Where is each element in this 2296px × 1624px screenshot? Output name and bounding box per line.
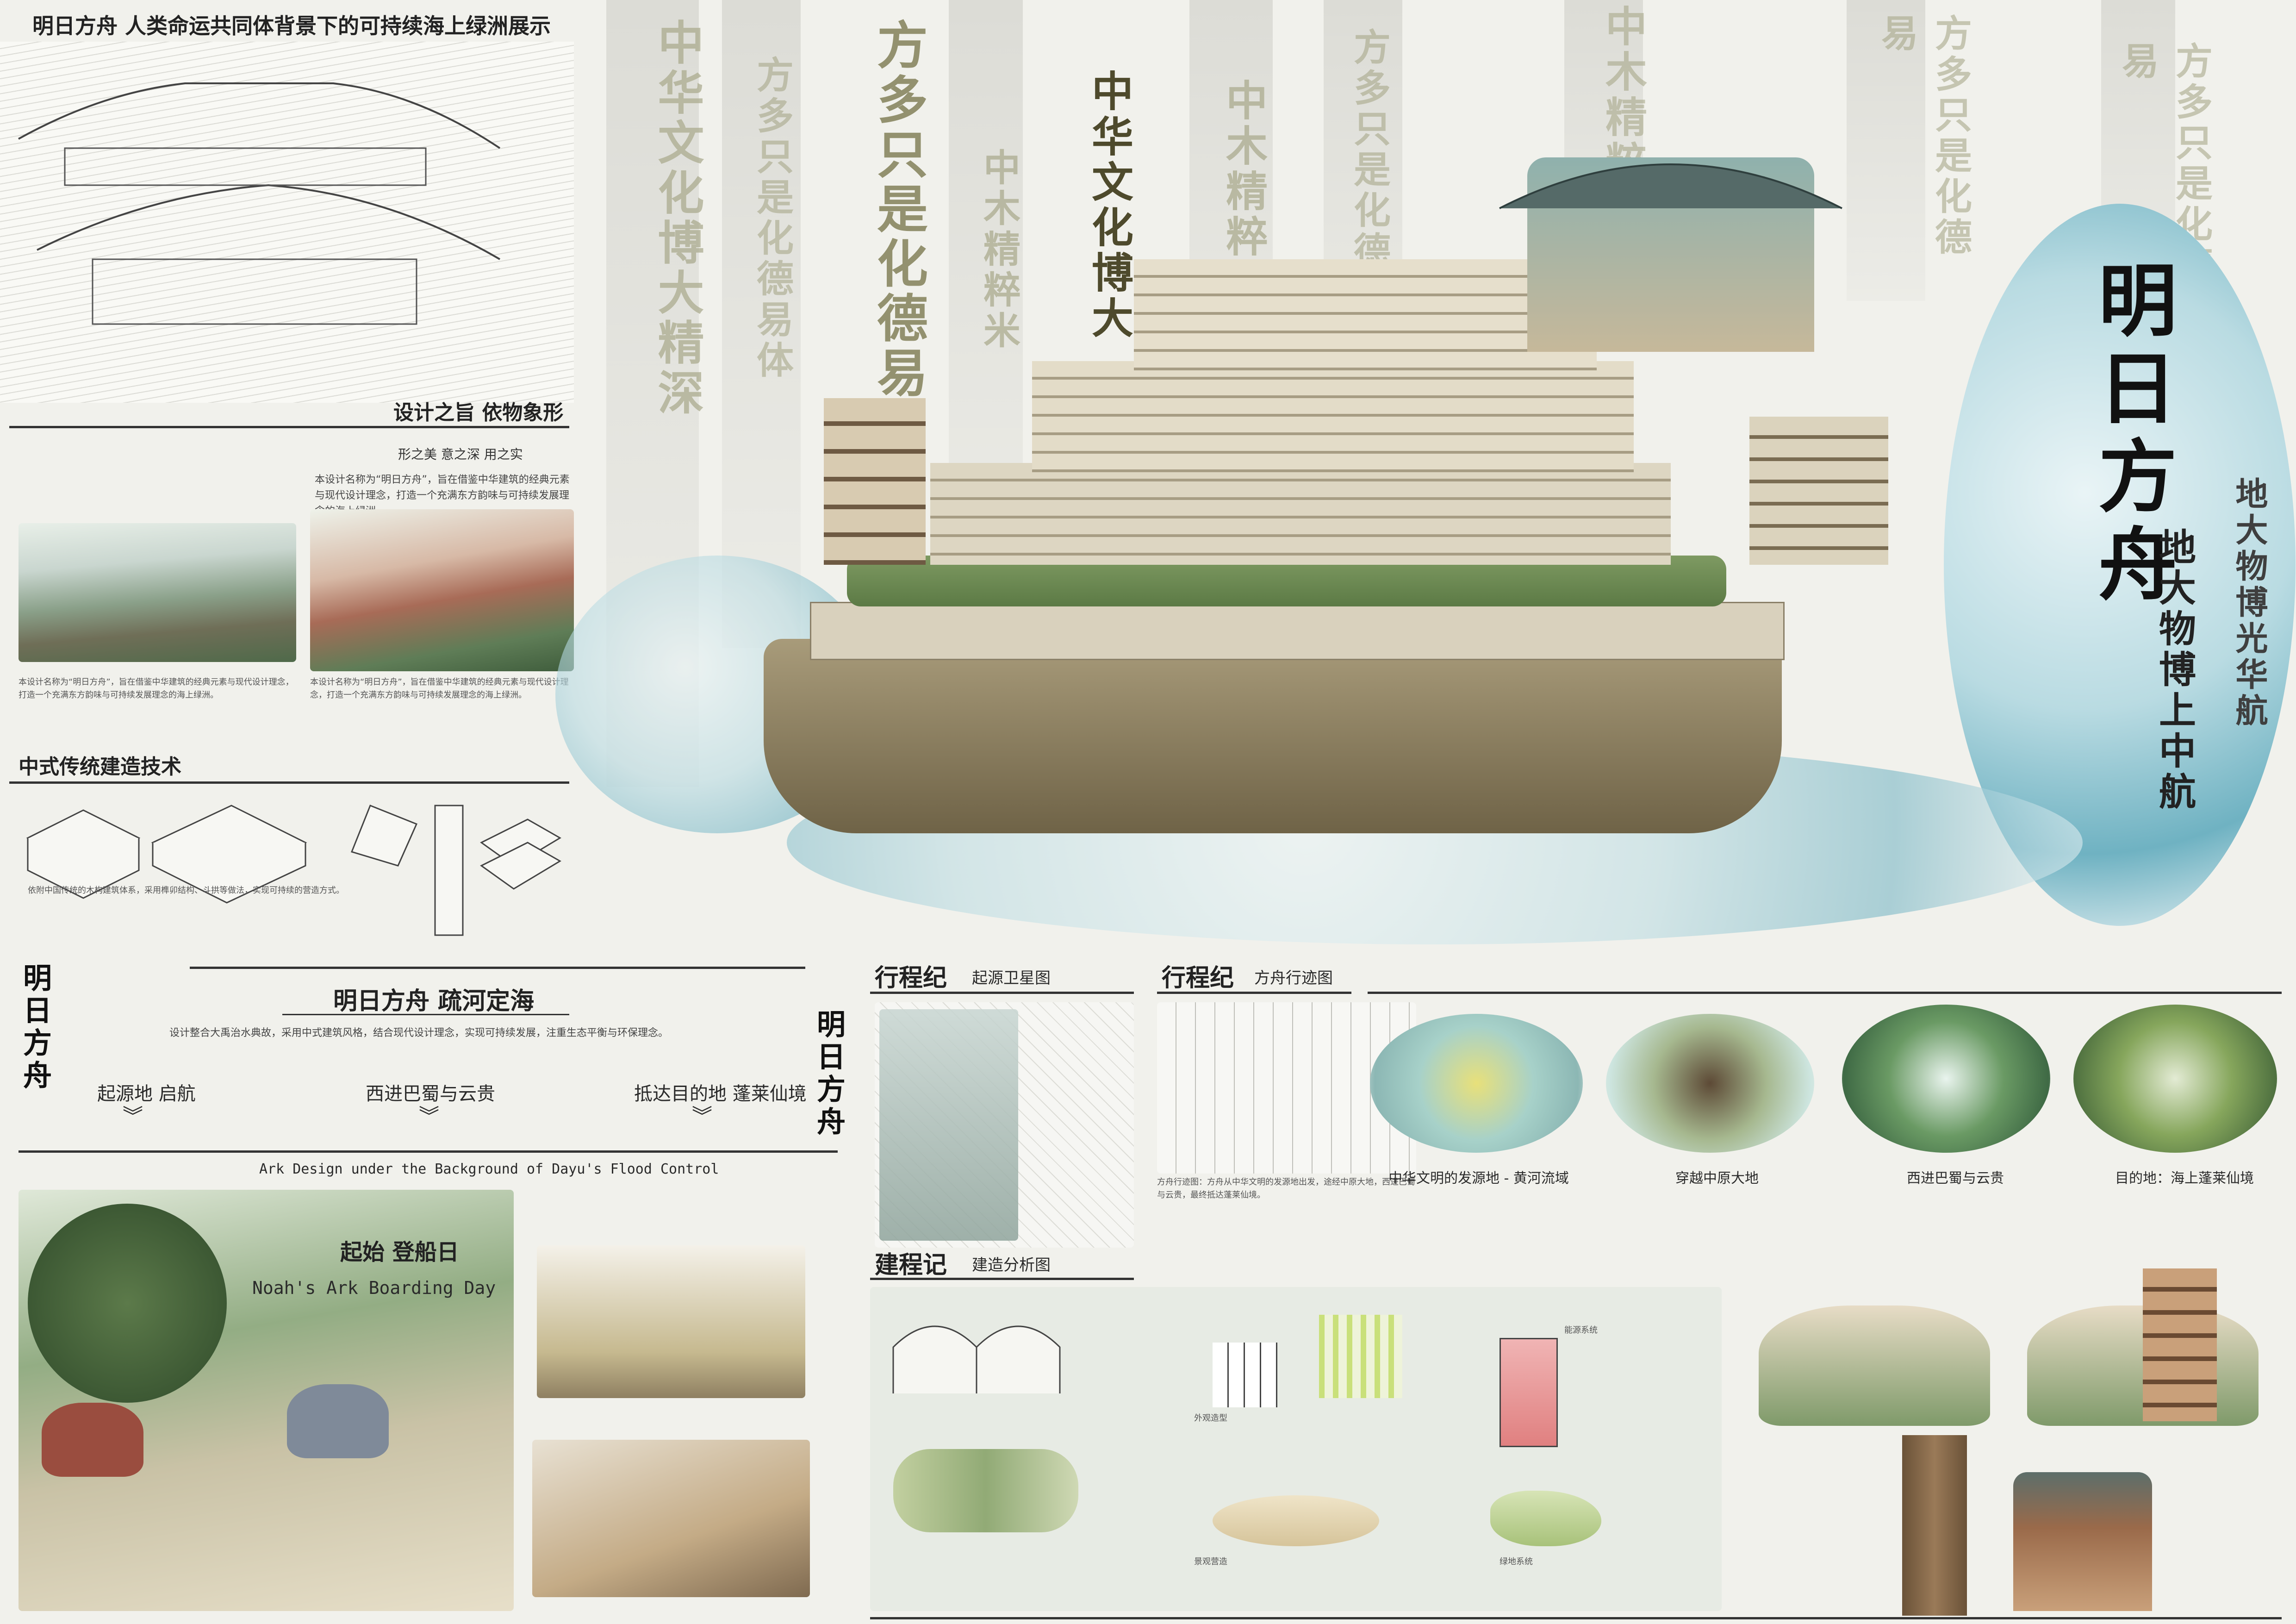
construction-caption: 能源系统	[1564, 1325, 1598, 1335]
boarding-title: 起始 登船日	[340, 1239, 459, 1265]
divider	[1157, 992, 1351, 994]
divider	[9, 426, 569, 428]
calligraphy-column: 方多只是化德易体	[751, 56, 794, 381]
story-title: 明日方舟 疏河定海	[333, 987, 535, 1015]
background-strip	[722, 0, 801, 648]
station-label: 中华文明的发源地 - 黄河流域	[1388, 1170, 1569, 1187]
design-text: 本设计名称为“明日方舟”，旨在借鉴中华建筑的经典元素与现代设计理念，打造一个充满…	[315, 474, 570, 517]
calligraphy-column: 方多只是化德易	[1875, 14, 1972, 258]
technique-title: 中式传统建造技术	[19, 755, 181, 779]
chevron-down-icon: ︾	[692, 1105, 712, 1128]
roof-sketch-image	[0, 42, 574, 403]
journey2-subtitle: 方舟行迹图	[1254, 969, 1333, 987]
station-map-penglai	[2073, 1005, 2277, 1153]
story-side-right: 明日方舟	[812, 1009, 846, 1139]
construction-caption: 外观造型	[1194, 1413, 1227, 1423]
calligraphy-column: 方多只是化德易	[868, 19, 927, 401]
energy-grid-diagram	[1213, 1343, 1277, 1407]
greenfield-diagram	[1319, 1315, 1402, 1398]
tower-diagram	[1500, 1338, 1558, 1447]
left-pagoda	[824, 398, 926, 565]
mountain-painting-2	[310, 509, 574, 671]
divider	[870, 992, 1134, 994]
calligraphy-column: 中木精粹米	[977, 148, 1020, 352]
construction-title: 建程记	[875, 1251, 947, 1279]
elephant-icon	[287, 1384, 389, 1458]
technique-text: 依附中国传统的木构建筑体系，采用榫卯结构、斗拱等做法，实现可持续的营造方式。	[28, 886, 344, 895]
divider	[870, 1617, 2282, 1619]
design-title: 设计之旨 依物象形	[393, 401, 564, 425]
ark-hull	[764, 639, 1782, 833]
tree-icon	[28, 1204, 227, 1403]
right-pavilion	[1749, 417, 1888, 565]
platform-diagram	[1213, 1495, 1379, 1546]
design-notes: 本设计名称为“明日方舟”，旨在借鉴中华建筑的经典元素与现代设计理念，打造一个充满…	[19, 677, 294, 700]
construction-caption: 绿地系统	[1500, 1557, 1533, 1567]
divider	[19, 1150, 838, 1153]
ark-illustration	[671, 139, 1967, 926]
divider	[190, 967, 805, 969]
ark-deck	[810, 602, 1785, 660]
background-strip	[1847, 0, 1925, 301]
story-title-underline	[282, 1014, 569, 1015]
design-subtitle: 形之美 意之深 用之实	[398, 447, 523, 462]
ark-tier	[1134, 259, 1597, 370]
route-text: 方舟行迹图：方舟从中华文明的发源地出发，途经中原大地，西进巴蜀与云贵，最终抵达蓬…	[1157, 1177, 1415, 1200]
boarding-english: Noah's Ark Boarding Day	[252, 1278, 496, 1298]
mountain-painting-1	[19, 523, 296, 662]
divider	[1368, 992, 2282, 994]
story-step: 起源地 启航	[97, 1083, 196, 1105]
station-label: 西进巴蜀与云贵	[1907, 1170, 2004, 1187]
chevron-down-icon: ︾	[123, 1105, 143, 1128]
main-title: 明日方舟 人类命运共同体背景下的可持续海上绿洲展示	[32, 13, 551, 38]
elephant-icon	[42, 1403, 143, 1477]
story-step: 西进巴蜀与云贵	[366, 1083, 495, 1105]
divider	[9, 781, 569, 784]
trees-diagram	[893, 1449, 1078, 1532]
construction-subtitle: 建造分析图	[972, 1256, 1051, 1274]
station-map-sichuan	[1842, 1005, 2050, 1153]
calligraphy-column: 中华文化博大	[1084, 69, 1133, 342]
chevron-down-icon: ︾	[419, 1105, 439, 1128]
arch-diagram-icon	[892, 1325, 1061, 1393]
pond-diagram	[1490, 1491, 1601, 1546]
journey1-subtitle: 起源卫星图	[972, 969, 1051, 987]
story-side-left: 明日方舟	[18, 963, 52, 1093]
right-vertical-text: 地大物博光华航	[2230, 477, 2268, 730]
station-map-central-plains	[1606, 1014, 1814, 1153]
construction-diagrams-icon	[26, 805, 561, 936]
ark-tier	[1032, 361, 1634, 472]
column-render	[1902, 1435, 1967, 1616]
right-vertical-text: 地大物博上中航	[2153, 528, 2196, 813]
interior-render	[532, 1440, 810, 1597]
journey1-title: 行程纪	[875, 964, 947, 992]
station-map-yellow-river	[1370, 1014, 1583, 1153]
journey2-title: 行程纪	[1162, 964, 1234, 992]
ark-tier	[930, 463, 1671, 565]
divider	[870, 1278, 1134, 1280]
station-label: 目的地：海上蓬莱仙境	[2115, 1170, 2254, 1187]
gate-illustration	[879, 1009, 1018, 1241]
story-text: 设计整合大禹治水典故，采用中式建筑风格，结合现代设计理念，实现可持续发展，注重生…	[169, 1027, 668, 1039]
calligraphy-column: 中华文化博大精深	[650, 19, 704, 418]
animal-hall-render	[537, 1245, 805, 1398]
construction-caption: 景观营造	[1194, 1557, 1227, 1567]
story-step: 抵达目的地 蓬莱仙境	[634, 1083, 807, 1105]
tower-render	[2143, 1268, 2217, 1421]
station-label: 穿越中原大地	[1675, 1170, 1759, 1187]
pavilion-render	[2013, 1472, 2152, 1611]
poster-title: 明日方舟	[2084, 259, 2176, 611]
pagoda-roof-icon	[1499, 163, 1842, 209]
story-english: Ark Design under the Background of Dayu'…	[259, 1161, 719, 1177]
exploded-axon-render	[1759, 1305, 1990, 1426]
design-notes-right: 本设计名称为“明日方舟”，旨在借鉴中华建筑的经典元素与现代设计理念，打造一个充满…	[310, 677, 569, 700]
roof-outline-icon	[18, 82, 501, 325]
